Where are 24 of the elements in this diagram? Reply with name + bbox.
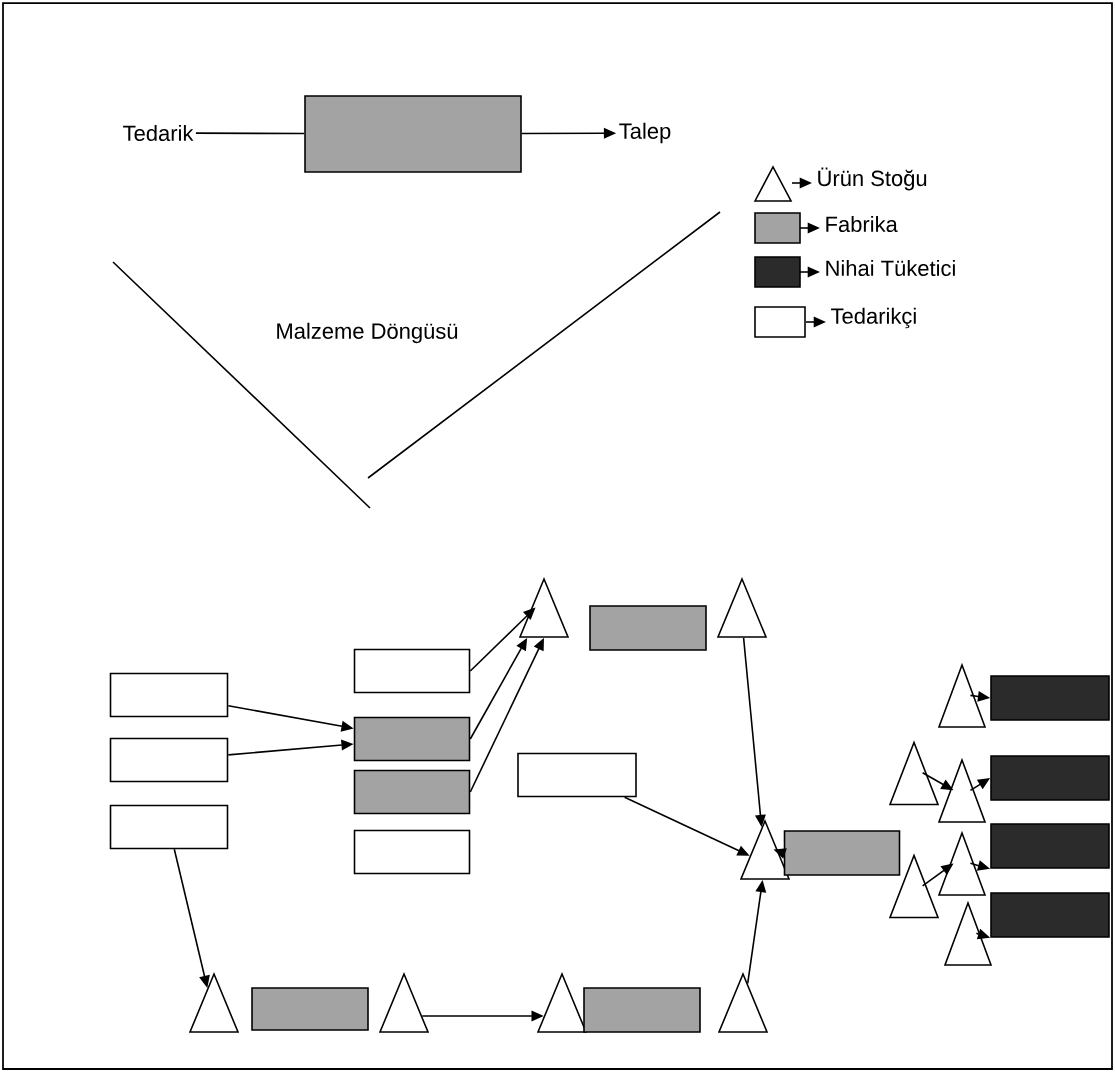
supplier-box <box>109 737 229 783</box>
factory-box <box>783 830 901 876</box>
factory-box <box>304 95 522 173</box>
factory-box <box>589 605 707 651</box>
consumer-box <box>990 823 1110 869</box>
loop-label: Malzeme Döngüsü <box>277 322 458 344</box>
factory-box <box>353 716 471 762</box>
supplier-box <box>517 752 637 798</box>
factory-box <box>251 987 369 1031</box>
legend-label: Tedarikçi <box>831 307 916 329</box>
legend-label: Nihai Tüketici <box>826 259 955 277</box>
consumer-box <box>990 892 1110 938</box>
supplier-box <box>353 648 471 694</box>
consumer-box <box>990 675 1110 721</box>
factory-box <box>353 769 471 815</box>
factory-box <box>583 987 701 1033</box>
supplier-box <box>353 829 471 875</box>
supplier-box <box>109 804 229 850</box>
consumer-box <box>990 755 1110 801</box>
text-label: Talep <box>619 122 671 144</box>
legend-label: Fabrika <box>826 215 898 233</box>
legend-label: Ürün Stoğu <box>818 167 927 191</box>
text-label: Tedarik <box>123 124 194 142</box>
supplier-box <box>109 672 229 718</box>
